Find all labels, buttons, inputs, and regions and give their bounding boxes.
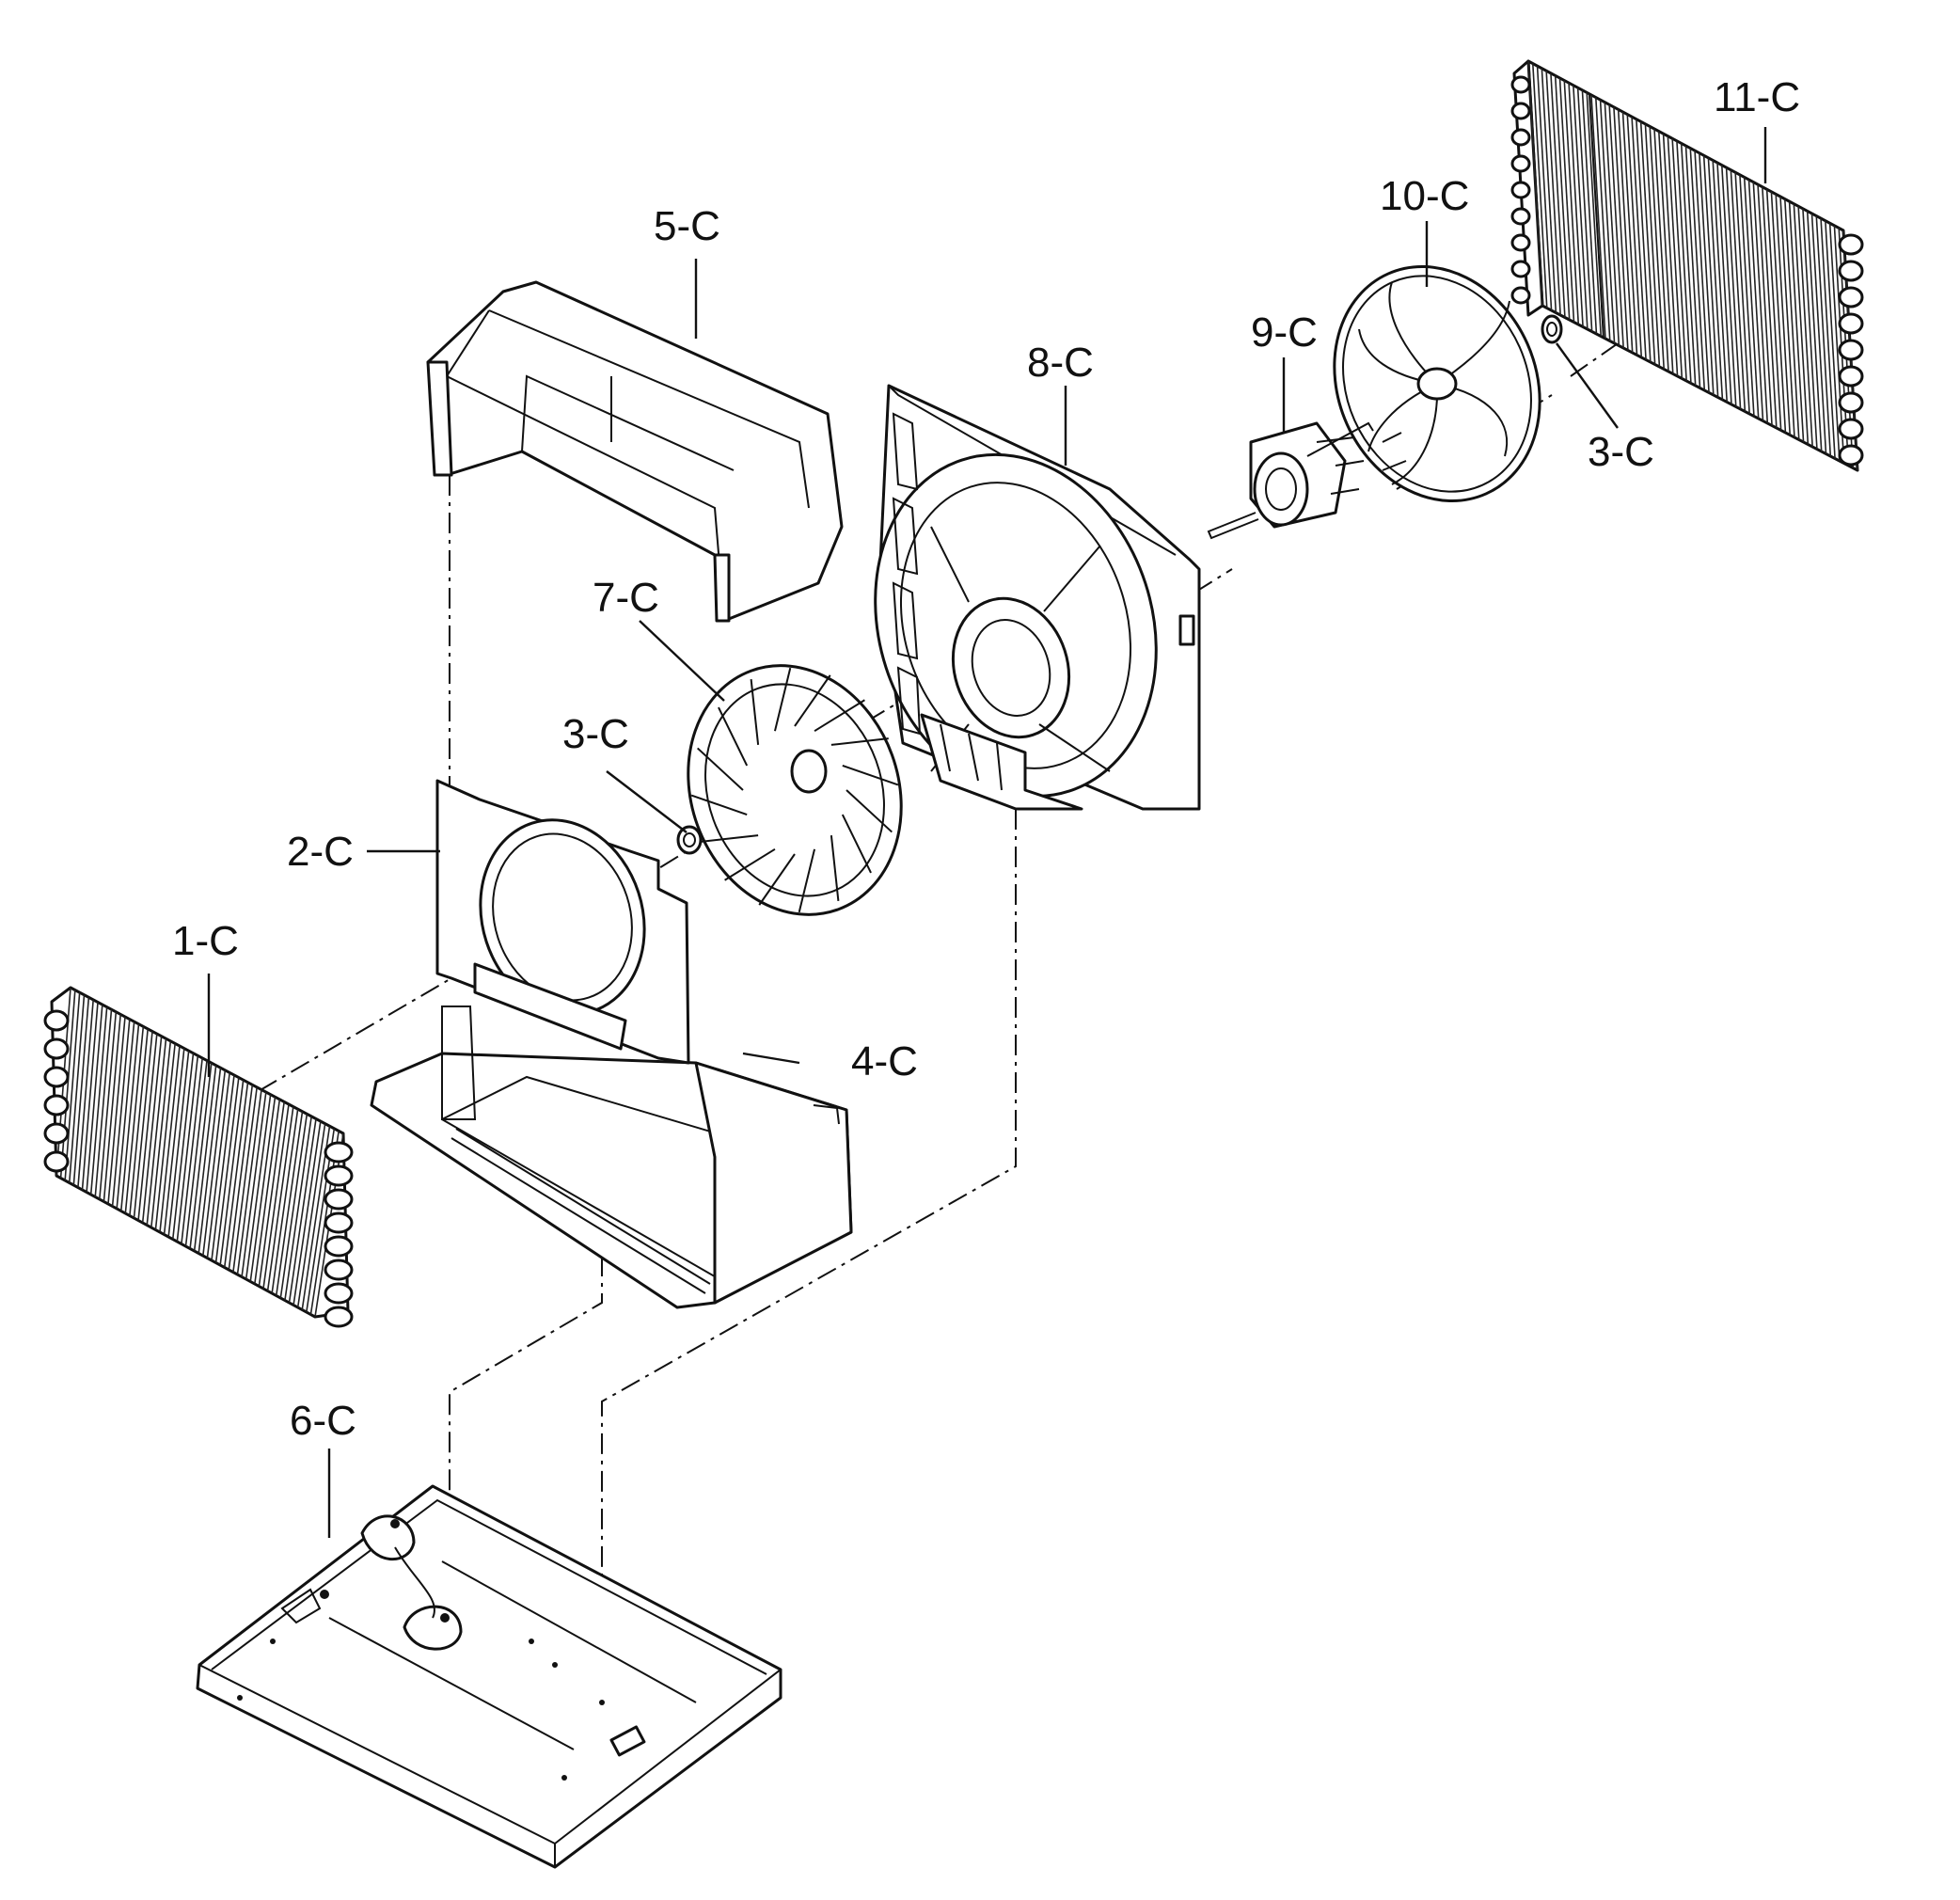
label-3-c-rear: 3-C (1588, 429, 1654, 475)
label-7-c: 7-C (593, 575, 659, 621)
leader-7 (639, 620, 725, 702)
label-9-c: 9-C (1251, 309, 1318, 356)
part-10-axial-fan (1333, 265, 1541, 502)
label-10-c: 10-C (1380, 173, 1469, 219)
part-6-base-pan (196, 1484, 782, 1869)
assembly-line-shroud-axis (563, 850, 688, 927)
label-5-c: 5-C (654, 203, 720, 249)
part-labels: 5-C 8-C 9-C 10-C 11-C 3-C 7-C 3-C 2-C 1-… (172, 74, 1800, 1444)
part-3-clip-rear (1541, 314, 1563, 344)
label-2-c: 2-C (287, 829, 354, 875)
part-7-blower-wheel (687, 664, 903, 916)
leader-lines (207, 127, 1767, 1538)
part-3-clip-front (676, 825, 703, 855)
assembly-line-shroud-base (601, 809, 1017, 1693)
part-11-condenser-coil (1510, 59, 1864, 472)
part-4-tray (370, 1005, 853, 1309)
leader-3-front (606, 770, 688, 833)
label-11-c: 11-C (1714, 74, 1800, 120)
label-4-c: 4-C (851, 1038, 918, 1085)
part-2-orifice-panel (435, 779, 690, 1065)
label-1-c: 1-C (172, 918, 239, 964)
label-8-c: 8-C (1027, 340, 1094, 386)
label-6-c: 6-C (290, 1398, 356, 1444)
label-3-c-front: 3-C (562, 711, 629, 757)
part-9-fan-motor (1207, 421, 1407, 540)
leader-4 (742, 1052, 800, 1065)
part-1-evaporator-coil (43, 986, 354, 1328)
leader-3-rear (1556, 342, 1619, 429)
part-5-top-cover (426, 280, 844, 623)
part-8-fan-shroud (874, 384, 1201, 811)
assembly-line-motor-axis (1193, 568, 1233, 594)
